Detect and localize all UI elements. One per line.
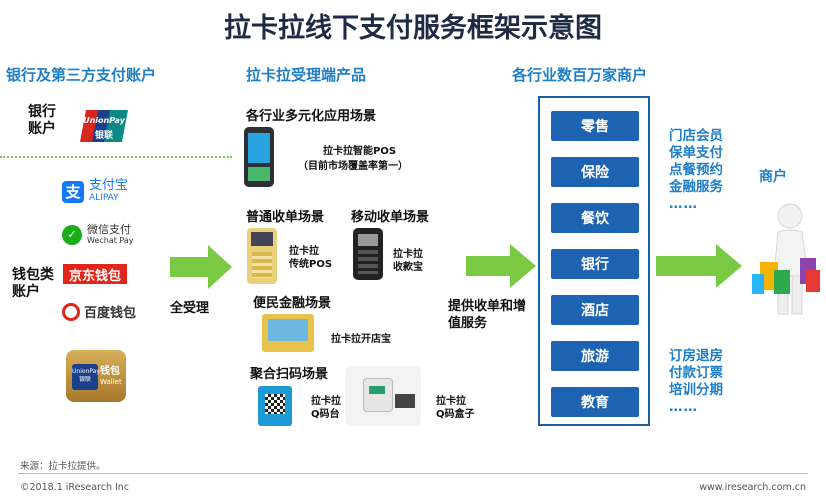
services-top-list: 门店会员 保单支付 点餐预约 金融服务 …… — [669, 128, 723, 212]
website: www.iresearch.com.cn — [699, 482, 806, 493]
merchant-industries-box — [538, 96, 650, 426]
wechat-icon: ✓ — [62, 225, 82, 245]
column-head-merchants: 各行业数百万家商户 — [512, 66, 648, 84]
smart-pos-note: （目前市场覆盖率第一） — [298, 161, 408, 172]
separator-line — [0, 156, 232, 158]
source-note: 来源：拉卡拉提供。 — [20, 461, 106, 472]
merchant-retail: 零售 — [551, 111, 639, 141]
column-head-products: 拉卡拉受理端产品 — [246, 66, 367, 84]
baidu-wallet-logo: 百度钱包 — [62, 302, 136, 321]
shopper-figure-icon — [752, 203, 820, 315]
mobile-pos-device-icon — [353, 228, 383, 280]
merchant-hotel: 酒店 — [551, 295, 639, 325]
page-title: 拉卡拉线下支付服务框架示意图 — [224, 13, 602, 44]
column-head-accounts: 银行及第三方支付账户 — [6, 66, 157, 84]
copyright: ©2018.1 iResearch Inc — [20, 482, 130, 493]
arrow-accept-label: 全受理 — [170, 301, 210, 316]
unionpay-logo: UnionPay 银联 — [80, 108, 128, 144]
alipay-logo: 支 支付宝 ALIPAY — [62, 179, 128, 204]
smart-pos-label: 拉卡拉智能POS — [323, 146, 397, 157]
jd-wallet-logo: 京东钱包 — [63, 264, 127, 284]
scene-mobile-acquiring: 移动收单场景 — [351, 210, 430, 225]
alipay-icon: 支 — [62, 181, 84, 203]
merchant-dining: 餐饮 — [551, 203, 639, 233]
baidu-wallet-icon — [62, 302, 80, 321]
traditional-pos-label: 拉卡拉 传统POS — [289, 246, 333, 270]
services-bottom-list: 订房退房 付款订票 培训分期 …… — [669, 348, 723, 415]
mobile-pos-label: 拉卡拉 收款宝 — [393, 249, 423, 273]
bank-account-label: 银行 账户 — [28, 104, 56, 137]
qr-box-device-icon — [345, 366, 421, 426]
scene-multi-industry: 各行业多元化应用场景 — [246, 109, 377, 124]
merchant-insurance: 保险 — [551, 157, 639, 187]
qr-stand-label: 拉卡拉 Q码台 — [311, 396, 341, 420]
arrow-merchant-icon — [656, 244, 742, 288]
merchant-bank: 银行 — [551, 249, 639, 279]
arrow-services-label: 提供收单和增 值服务 — [448, 299, 527, 331]
scene-convenience-finance: 便民金融场景 — [253, 296, 332, 311]
wallet-account-label: 钱包类 账户 — [12, 267, 54, 300]
shop-terminal-icon — [262, 314, 314, 352]
traditional-pos-device-icon — [247, 228, 277, 284]
footer-divider — [18, 473, 808, 474]
arrow-accept-icon — [170, 245, 232, 289]
qr-stand-icon — [258, 386, 292, 426]
merchant-label: 商户 — [759, 169, 787, 185]
smart-pos-device-icon — [244, 127, 274, 187]
arrow-services-icon — [466, 244, 536, 288]
scene-aggregate-qr: 聚合扫码场景 — [250, 367, 329, 382]
merchant-education: 教育 — [551, 387, 639, 417]
merchant-travel: 旅游 — [551, 341, 639, 371]
scene-regular-acquiring: 普通收单场景 — [246, 210, 325, 225]
wechat-pay-logo: ✓ 微信支付 Wechat Pay — [62, 224, 134, 246]
unionpay-wallet-logo: UnionPay 银联 钱包 Wallet — [66, 350, 126, 402]
qr-box-label: 拉卡拉 Q码盒子 — [436, 396, 475, 420]
shop-terminal-label: 拉卡拉开店宝 — [331, 334, 391, 345]
